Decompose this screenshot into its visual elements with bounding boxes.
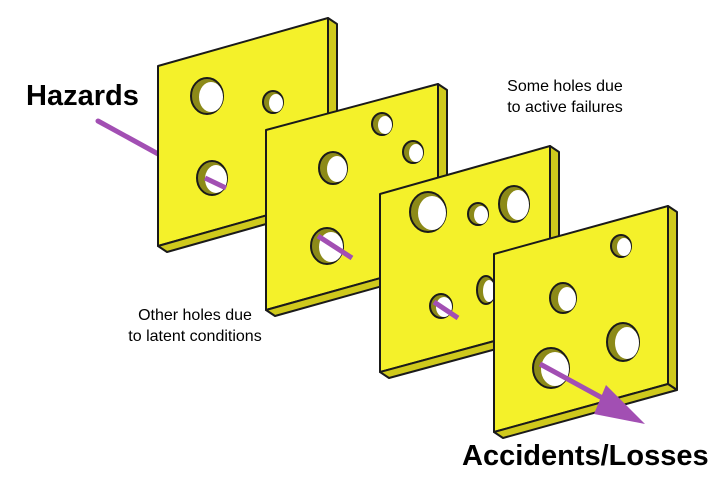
hazards-label: Hazards [26,80,139,112]
cheese-hole [402,140,424,164]
latent-conditions-line-1: Other holes due [138,307,252,324]
cheese-hole [318,151,348,185]
accidents-losses-label: Accidents/Losses [462,440,709,472]
active-failures-line-2: to active failures [507,99,623,116]
cheese-hole [310,227,344,265]
cheese-hole [610,234,632,258]
cheese-hole [409,191,447,233]
cheese-hole [467,202,489,226]
cheese-hole [262,90,284,114]
cheese-hole [606,322,640,362]
defense-layer-4 [493,205,678,439]
latent-conditions-line-2: to latent conditions [128,328,262,345]
cheese-hole [190,77,224,115]
cheese-hole [498,185,530,223]
cheese-hole [371,112,393,136]
active-failures-note: Some holes due to active failures [480,76,650,118]
cheese-hole [196,160,228,196]
active-failures-line-1: Some holes due [507,78,623,95]
cheese-hole [476,275,496,305]
hazard-trajectory-arrow [203,175,645,424]
latent-conditions-note: Other holes due to latent conditions [110,305,280,347]
cheese-hole [549,282,577,314]
